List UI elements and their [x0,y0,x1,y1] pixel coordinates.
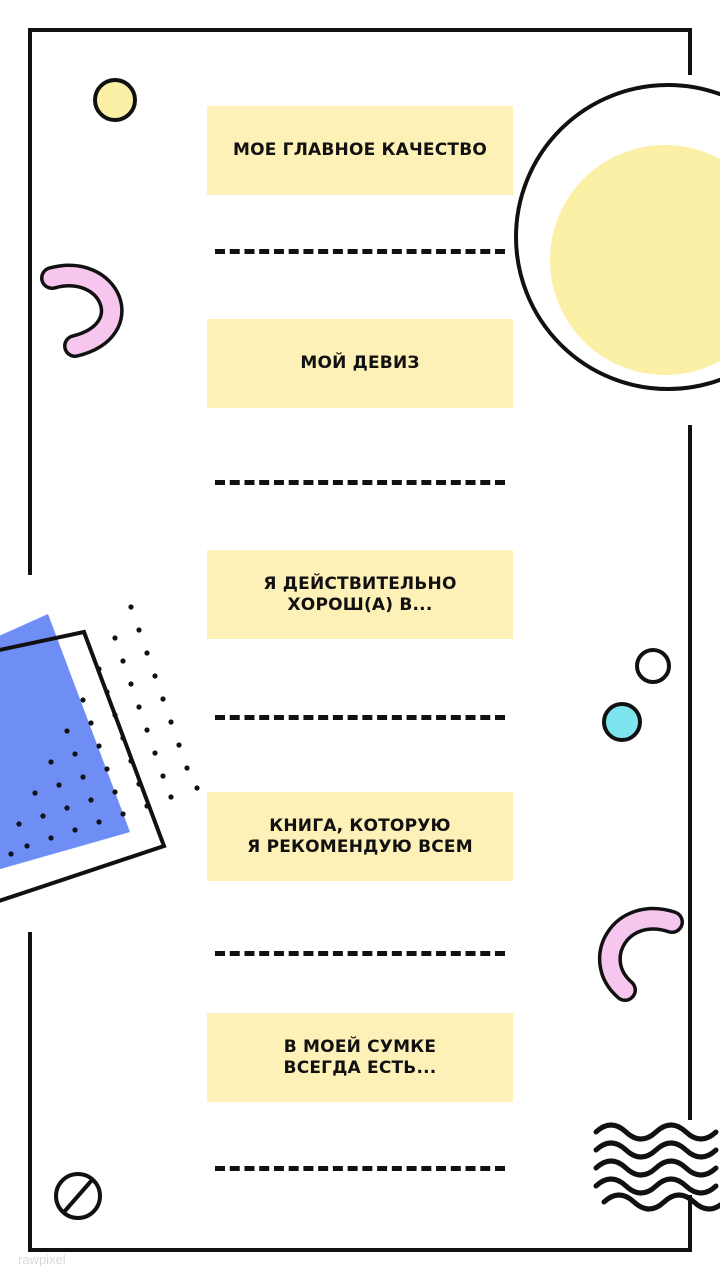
dot-grid [8,604,200,857]
watermark: rawpixel [18,1252,66,1267]
answer-line-main-quality[interactable] [215,249,505,254]
label-main-quality: МОЕ ГЛАВНОЕ КАЧЕСТВО [207,106,513,195]
no-sign-icon [54,1172,102,1220]
label-good-at: Я ДЕЙСТВИТЕЛЬНО ХОРОШ(А) В... [207,550,513,639]
sun-circle-fill [550,145,720,375]
small-yellow-circle [93,78,137,122]
answer-line-good-at[interactable] [215,715,505,720]
answer-line-bag[interactable] [215,1166,505,1171]
label-bag: В МОЕЙ СУМКЕ ВСЕГДА ЕСТЬ... [207,1013,513,1102]
answer-line-motto[interactable] [215,480,505,485]
blue-square [0,614,130,870]
answer-line-book[interactable] [215,951,505,956]
frame [28,28,692,1252]
cyan-dot [602,702,642,742]
zigzag-waves [593,1122,720,1212]
sun-circle-outline [514,83,720,391]
label-motto: МОЙ ДЕВИЗ [207,319,513,408]
label-book: КНИГА, КОТОРУЮ Я РЕКОМЕНДУЮ ВСЕМ [207,792,513,881]
small-white-circle [635,648,671,684]
square-outline [0,629,167,903]
